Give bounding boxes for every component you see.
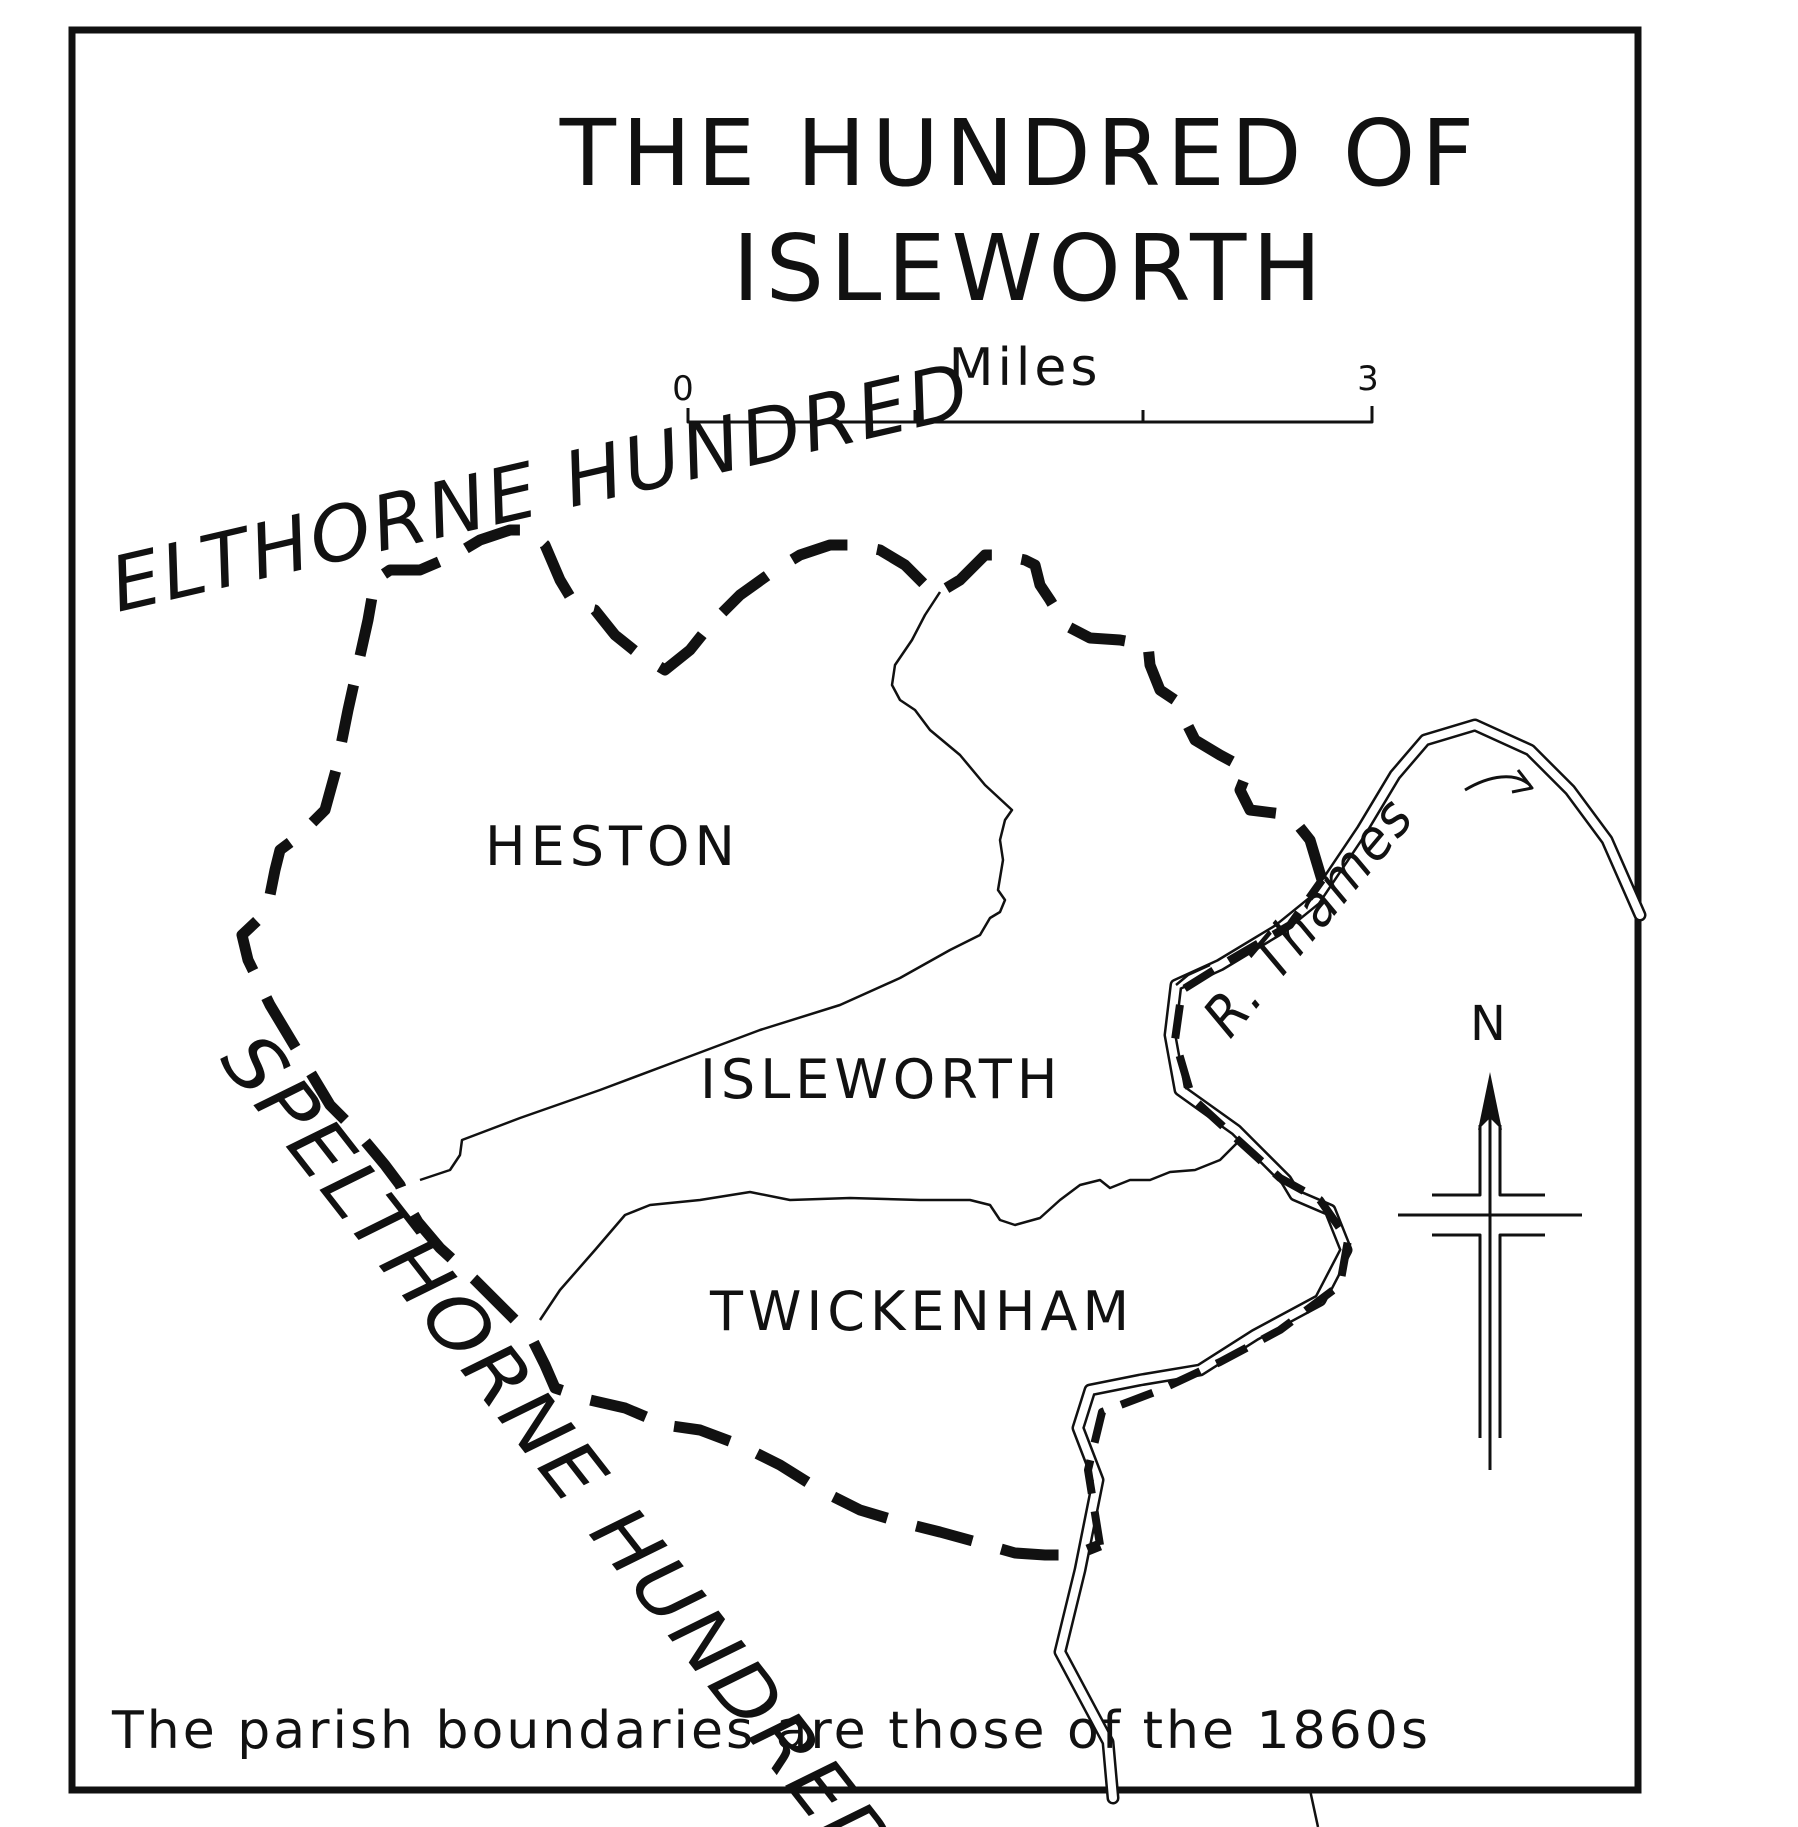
river-thames bbox=[1053, 718, 1647, 1827]
parish-label-twickenham: TWICKENHAM bbox=[709, 1280, 1134, 1343]
parish-boundary-spur bbox=[1175, 963, 1211, 986]
hundred-boundary-river-section bbox=[1084, 877, 1352, 1546]
map-note: The parish boundaries are those of the 1… bbox=[111, 1701, 1431, 1761]
scale-bar: Miles 0 3 bbox=[672, 338, 1379, 424]
scale-bar-start: 0 bbox=[672, 369, 694, 409]
map-title-line-1: THE HUNDRED OF bbox=[559, 100, 1480, 207]
north-compass: N bbox=[1398, 996, 1582, 1470]
river-flow-arrow bbox=[1464, 769, 1534, 794]
river-label: R. Thames bbox=[1191, 785, 1427, 1049]
river-bank-east-tail bbox=[1308, 1789, 1320, 1827]
parish-label-isleworth: ISLEWORTH bbox=[700, 1048, 1063, 1111]
hundred-label-elthorne: ELTHORNE HUNDRED bbox=[102, 345, 979, 630]
compass-cross bbox=[1398, 1118, 1582, 1470]
scale-bar-line bbox=[686, 406, 1374, 424]
parish-label-heston: HESTON bbox=[485, 815, 740, 878]
north-arrow-icon bbox=[1478, 1072, 1502, 1130]
scale-bar-label: Miles bbox=[949, 338, 1102, 398]
scale-bar-end: 3 bbox=[1357, 359, 1379, 399]
parish-boundary-isleworth-twickenham bbox=[538, 1139, 1241, 1321]
compass-north-label: N bbox=[1470, 996, 1506, 1052]
map-title-line-2: ISLEWORTH bbox=[733, 215, 1328, 322]
parish-boundary-heston-isleworth bbox=[419, 591, 1014, 1182]
hundred-boundary bbox=[236, 524, 1328, 1561]
